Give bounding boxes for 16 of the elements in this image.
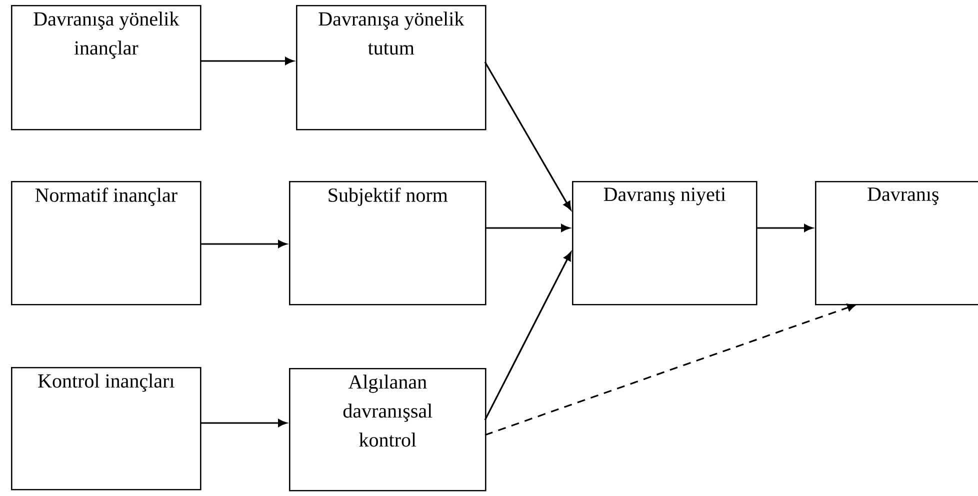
arrow — [485, 224, 570, 232]
process-box: Davranışa yönelik inançlar — [11, 5, 202, 130]
process-box: Normatif inançlar — [11, 181, 202, 306]
arrow — [200, 419, 287, 427]
arrow — [200, 240, 287, 248]
process-box: Davranış niyeti — [572, 181, 758, 306]
arrow — [484, 62, 572, 210]
arrow — [200, 57, 294, 65]
arrow — [756, 224, 813, 232]
process-box: Kontrol inançları — [11, 367, 202, 490]
process-box: Davranışa yönelik tutum — [296, 5, 486, 130]
process-box: Davranış — [815, 181, 978, 306]
process-box: Algılanan davranışsal kontrol — [289, 368, 486, 492]
process-box: Subjektif norm — [289, 181, 486, 306]
dashed-arrow — [484, 304, 856, 436]
arrow — [484, 252, 572, 420]
